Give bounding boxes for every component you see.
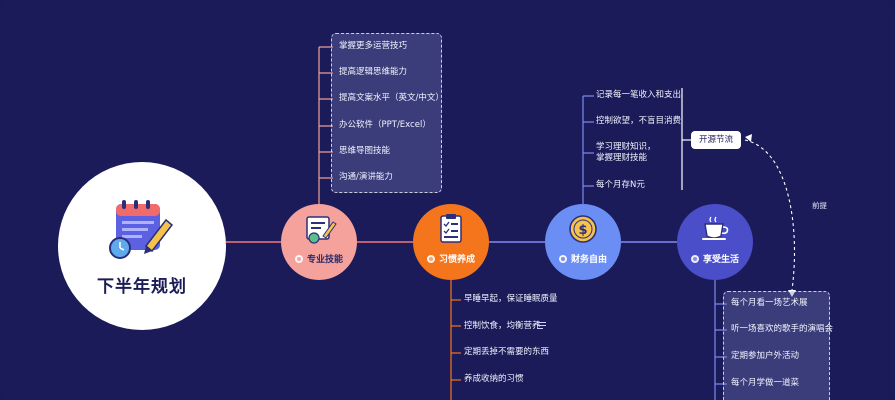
skills-item-6[interactable]: 沟通/演讲能力: [339, 172, 393, 182]
life-item-3[interactable]: 定期参加户外活动: [731, 351, 800, 361]
habits-item-2[interactable]: 控制饮食，均衡营养: [464, 321, 541, 331]
life-item-4[interactable]: 每个月学做一道菜: [731, 378, 800, 388]
life-item-2[interactable]: 听一场喜欢的歌手的演唱会: [731, 324, 834, 334]
skills-item-3[interactable]: 提高文案水平（英文/中文）: [339, 93, 444, 103]
branch-ticks-habits: [451, 299, 461, 381]
calendar-pencil-icon: [109, 200, 174, 259]
finance-item-4[interactable]: 每个月存N元: [596, 180, 645, 190]
branch-ticks-life: [715, 303, 727, 385]
skills-item-2[interactable]: 提高逻辑思维能力: [339, 67, 408, 77]
habits-item-4[interactable]: 养成收纳的习惯: [464, 374, 524, 384]
svg-text:$: $: [578, 223, 587, 238]
skills-item-5[interactable]: 思维导图技能: [339, 146, 391, 156]
root-node[interactable]: 下半年规划: [58, 162, 226, 330]
certificate-pencil-icon: [306, 216, 337, 244]
node-life[interactable]: 享受生活: [677, 204, 753, 280]
relation-label[interactable]: 前提: [812, 201, 827, 210]
life-item-1[interactable]: 每个月看一场艺术展: [731, 298, 808, 308]
node-skills-label: 专业技能: [306, 255, 343, 265]
habits-item-3[interactable]: 定期丢掉不需要的东西: [464, 347, 550, 357]
finance-item-3[interactable]: 学习理财知识， 掌握理财技能: [596, 142, 656, 163]
finance-item-2[interactable]: 控制欲望，不盲目消费: [596, 116, 682, 126]
skills-item-4[interactable]: 办公软件（PPT/Excel）: [339, 120, 431, 130]
relation-curve: [744, 139, 796, 291]
dollar-coin-icon: $: [569, 215, 597, 243]
node-life-label: 享受生活: [702, 255, 739, 265]
node-finance-label: 财务自由: [570, 255, 607, 265]
skills-item-panel: [331, 33, 442, 193]
teacup-icon: [702, 216, 729, 240]
skills-item-1[interactable]: 掌握更多运营技巧: [339, 41, 408, 51]
finance-item-1[interactable]: 记录每一笔收入和支出: [596, 90, 682, 100]
habits-item-1[interactable]: 早睡早起，保证睡眠质量: [464, 294, 558, 304]
branch-ticks-finance: [583, 95, 594, 187]
life-item-panel: [723, 291, 830, 400]
root-title: 下半年规划: [97, 277, 187, 297]
node-finance[interactable]: $ 财务自由: [545, 204, 621, 280]
checklist-icon: [440, 214, 462, 243]
notes-icon[interactable]: [537, 322, 546, 329]
node-habits-label: 习惯养成: [438, 255, 475, 265]
branch-ticks-skills: [319, 46, 333, 179]
summary-tag[interactable]: 开源节流: [691, 131, 741, 149]
node-skills[interactable]: 专业技能: [281, 204, 357, 280]
node-habits[interactable]: 习惯养成: [413, 204, 489, 280]
